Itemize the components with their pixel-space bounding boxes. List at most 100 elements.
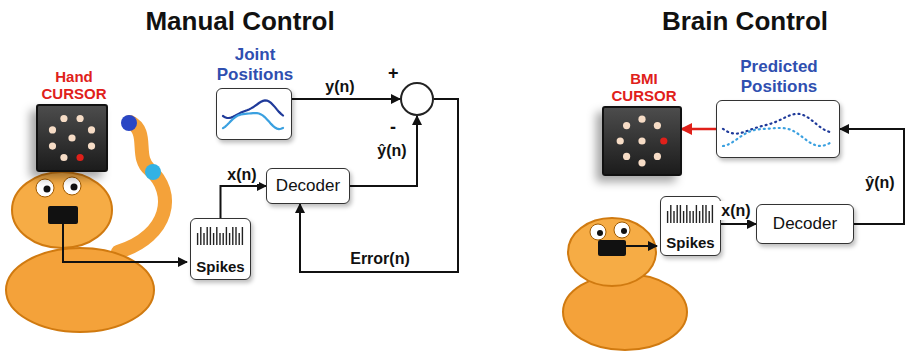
spike-tick	[705, 205, 706, 223]
trajectory-plot	[717, 101, 838, 156]
signal-label: x(n)	[719, 201, 752, 220]
spike-tick	[702, 205, 703, 223]
implant-chip	[598, 240, 626, 256]
spike-tick	[197, 233, 198, 245]
trajectory-trace	[723, 114, 831, 134]
connector	[350, 116, 417, 186]
box-text: Spikes	[661, 234, 720, 251]
monkey-eye	[63, 177, 81, 195]
connector	[721, 223, 756, 225]
target-dot	[88, 142, 95, 149]
monkey-head	[568, 218, 656, 286]
spike-tick	[670, 205, 671, 223]
signal-label: y(n)	[323, 77, 356, 96]
monkey-pupil	[597, 230, 603, 236]
heading-text: BMI CURSOR	[604, 70, 684, 104]
spike-tick	[226, 227, 227, 245]
target-dot	[654, 153, 661, 160]
heading-text: Predicted Positions	[702, 57, 856, 97]
monkey-arm	[118, 122, 165, 252]
box-heading: Joint Positions	[202, 45, 308, 85]
cursor-screen: BMI CURSOR	[602, 106, 682, 176]
signal-label: x(n)	[225, 165, 258, 184]
spike-tick	[699, 211, 700, 223]
spike-raster-box: Spikes	[190, 218, 251, 280]
signal-plot: Joint Positions	[216, 88, 292, 140]
target-dot	[60, 154, 67, 161]
monkey-pupil	[621, 228, 627, 234]
target-dot	[88, 126, 95, 133]
joint-marker	[145, 164, 161, 180]
spike-tick	[210, 227, 211, 245]
spike-tick	[222, 233, 223, 245]
spike-tick	[680, 205, 681, 223]
connector	[221, 186, 267, 218]
spike-raster-box: Spikes	[660, 196, 721, 256]
target-dot	[638, 116, 645, 123]
target-dot	[623, 122, 630, 129]
monkey-pupil	[71, 184, 78, 191]
spike-tick	[200, 227, 201, 245]
signal-label: ŷ(n)	[375, 141, 408, 160]
target-dot	[76, 115, 83, 122]
spike-tick	[686, 205, 687, 223]
joint-marker	[121, 115, 137, 131]
spike-tick	[712, 205, 713, 223]
spike-tick	[238, 233, 239, 245]
process-box: Decoder	[266, 168, 350, 204]
spike-tick	[232, 227, 233, 245]
signal-wire	[63, 224, 187, 262]
spike-tick	[229, 233, 230, 245]
sign-text: -	[390, 118, 396, 136]
sign-text: +	[388, 64, 399, 82]
signal-plot: Predicted Positions	[716, 100, 840, 158]
heading-text: Hand CURSOR	[38, 68, 110, 102]
target-dots	[604, 108, 680, 174]
spike-raster	[661, 197, 719, 229]
spike-tick	[216, 227, 217, 245]
spike-tick	[709, 211, 710, 223]
target-dot	[60, 115, 67, 122]
spike-tick	[242, 227, 243, 245]
spike-tick	[667, 211, 668, 223]
signal-label: ŷ(n)	[863, 173, 896, 192]
spike-raster	[191, 219, 249, 251]
panel-title: Brain Control	[662, 6, 828, 37]
spike-tick	[693, 211, 694, 223]
monkey-body	[6, 248, 154, 332]
box-heading: BMI CURSOR	[604, 70, 684, 104]
target-dot	[617, 137, 624, 144]
target-dot	[654, 122, 661, 129]
monkey-eye	[36, 179, 54, 197]
spike-tick	[673, 211, 674, 223]
target-dot	[76, 154, 83, 161]
cursor-screen: Hand CURSOR	[36, 104, 108, 172]
implant-chip	[48, 206, 78, 224]
spike-tick	[213, 233, 214, 245]
spike-tick	[235, 227, 236, 245]
panel-title: Manual Control	[145, 6, 334, 37]
box-text: Spikes	[191, 258, 250, 275]
process-box: Decoder	[756, 204, 854, 244]
box-text: Decoder	[757, 214, 853, 234]
target-dot	[638, 159, 645, 166]
target-dot	[49, 126, 56, 133]
spike-tick	[683, 211, 684, 223]
box-heading: Predicted Positions	[702, 57, 856, 97]
box-heading: Hand CURSOR	[38, 68, 110, 102]
monkey-eye	[590, 224, 606, 240]
spike-tick	[677, 205, 678, 223]
target-dot	[68, 134, 75, 141]
heading-text: Joint Positions	[202, 45, 308, 85]
connector	[292, 98, 400, 100]
monkey-pupil	[44, 186, 51, 193]
connector	[682, 128, 716, 131]
trajectory-plot	[217, 89, 290, 138]
spike-tick	[696, 205, 697, 223]
spike-tick	[203, 233, 204, 245]
trajectory-trace	[223, 113, 283, 129]
target-dot	[623, 153, 630, 160]
monkey-eye	[614, 222, 630, 238]
spike-tick	[219, 233, 220, 245]
